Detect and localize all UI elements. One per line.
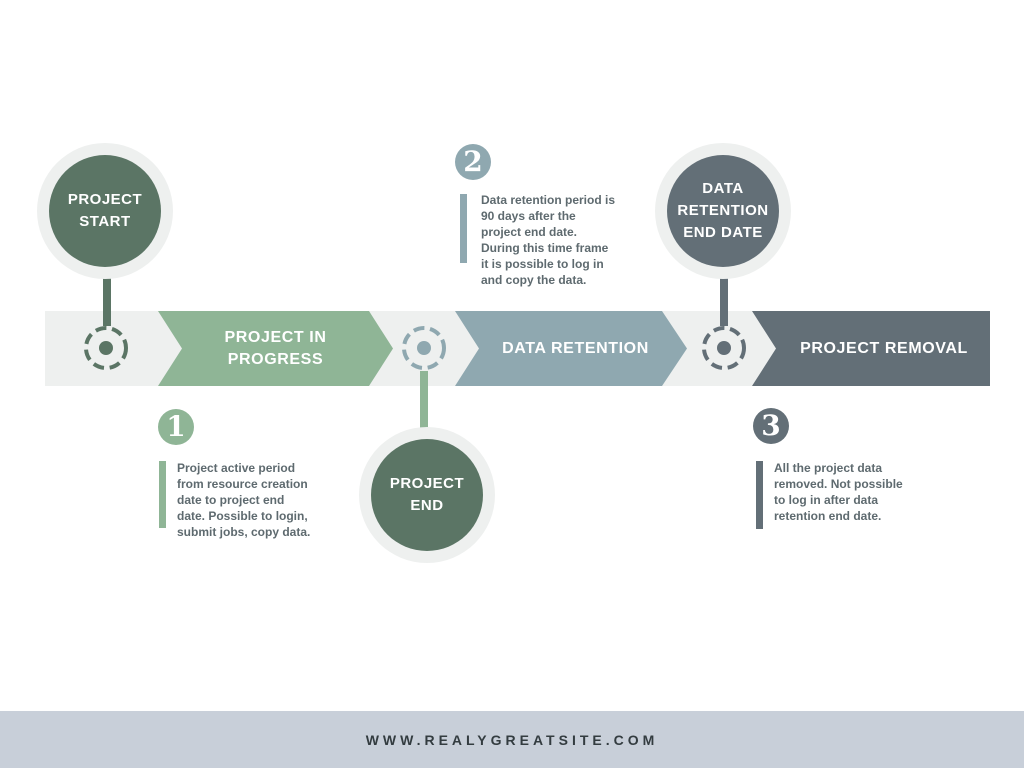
note-accent-bar (460, 194, 467, 263)
phase-label: PROJECT REMOVAL (800, 339, 968, 357)
milestone-stem (420, 371, 428, 429)
footer-website-link[interactable]: WWW.REALYGREATSITE.COM (365, 731, 659, 748)
milestone-label: DATA RETENTION END DATE (667, 155, 779, 267)
phase-chevron-shape (455, 311, 687, 386)
phase-chevron-shape (752, 311, 990, 386)
step-number-badge: 3 (753, 408, 789, 444)
milestone-label: PROJECT START (49, 155, 161, 267)
dashed-target-icon (402, 326, 446, 370)
step-number-badge: 2 (455, 144, 491, 180)
milestone-data-retention-end-date: DATA RETENTION END DATE (655, 143, 791, 279)
footer-bar: WWW.REALYGREATSITE.COM (0, 711, 1024, 768)
note-text: Data retention period is 90 days after t… (481, 193, 616, 287)
milestone-stem (103, 272, 111, 326)
note-accent-bar (756, 461, 763, 529)
note-text: All the project data removed. Not possib… (774, 461, 903, 523)
phase-chevron-shape (158, 311, 393, 386)
phase-label: DATA RETENTION (502, 339, 649, 357)
phase-project-removal: PROJECT REMOVAL (752, 311, 990, 386)
dashed-target-icon (84, 326, 128, 370)
dashed-target-icon (702, 326, 746, 370)
milestone-label: PROJECT END (371, 439, 483, 551)
note-text: Project active period from resource crea… (177, 461, 311, 539)
milestone-stem (720, 272, 728, 326)
phase-label: PROJECT IN PROGRESS (224, 328, 327, 368)
milestone-project-start: PROJECT START (37, 143, 173, 279)
note-accent-bar (159, 461, 166, 528)
phase-project-in-progress: PROJECT IN PROGRESS (158, 311, 393, 386)
phase-data-retention: DATA RETENTION (455, 311, 687, 386)
step-number-badge: 1 (158, 409, 194, 445)
milestone-project-end: PROJECT END (359, 427, 495, 563)
